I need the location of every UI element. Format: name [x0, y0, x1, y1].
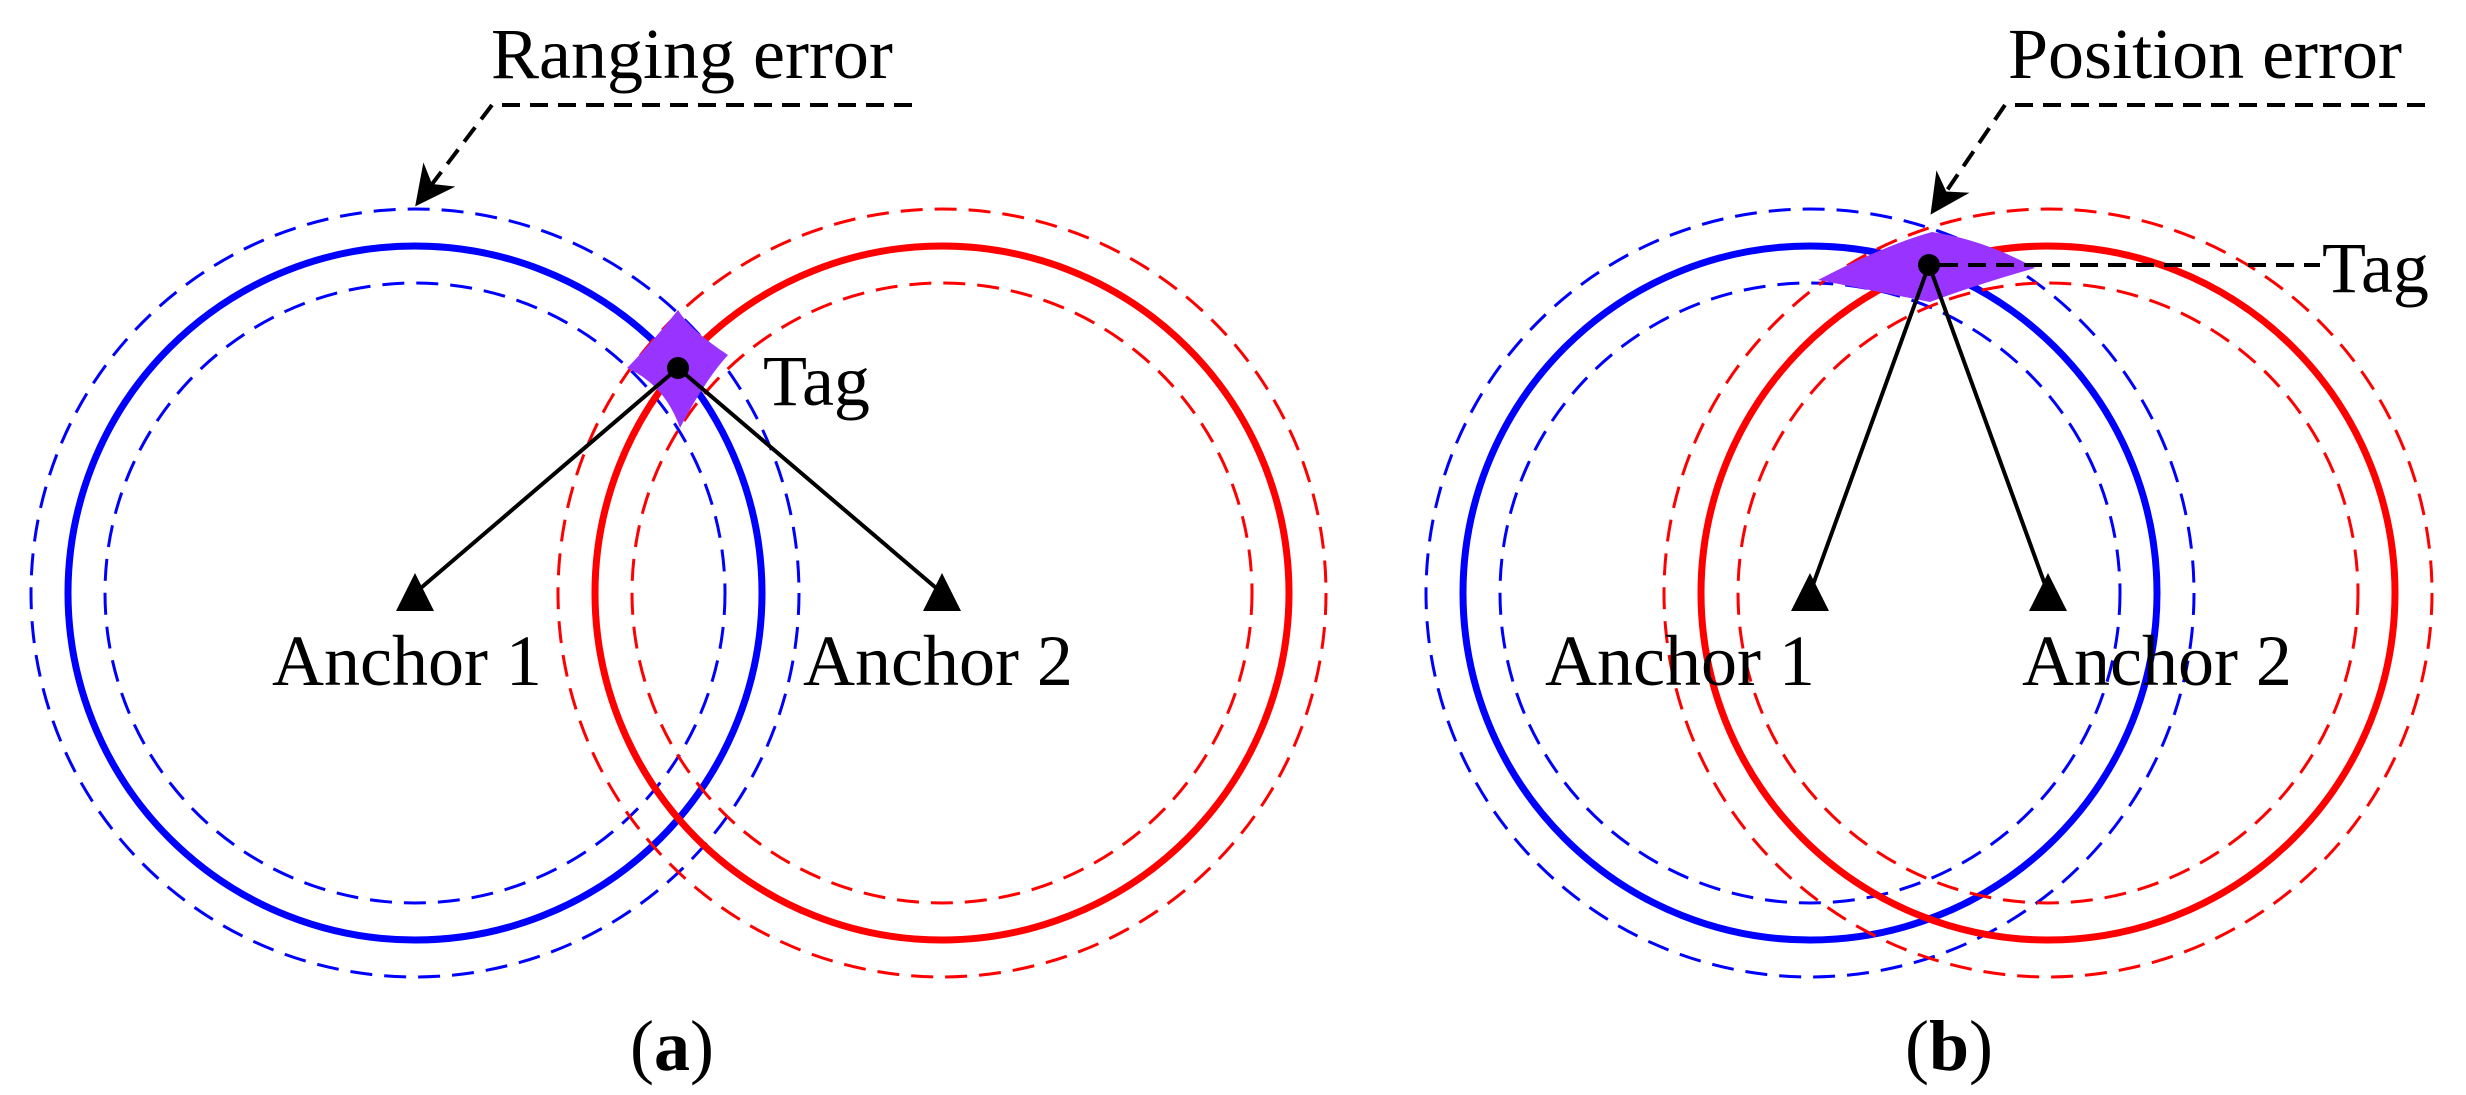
panel-a-caption: (a) — [630, 1006, 714, 1086]
tag-label: Tag — [2322, 228, 2429, 308]
tag-point — [667, 357, 689, 379]
anchor2-range-inner-dashed — [630, 281, 1254, 905]
anchor2-range-circle — [591, 242, 1293, 944]
ranging-error-leader — [415, 103, 912, 207]
panel-b-caption: (b) — [1905, 1006, 1993, 1086]
anchor1-label: Anchor 1 — [1545, 621, 1815, 701]
anchor1-marker — [1791, 573, 1829, 611]
panel-a-caption-open: ( — [630, 1006, 654, 1086]
tag-to-anchor2-line — [1927, 264, 2050, 594]
tag-label: Tag — [763, 341, 870, 421]
panel-a-caption-close: ) — [690, 1006, 714, 1086]
anchor2-range-inner-dashed — [1736, 281, 2360, 905]
panel-b-caption-open: ( — [1905, 1006, 1929, 1086]
anchor1-range-inner-dashed — [103, 281, 727, 905]
panel-b: Position error Tag Anchor 1 Anchor 2 (b) — [1424, 14, 2434, 1086]
panel-b-caption-letter: b — [1929, 1006, 1969, 1086]
position-error-label: Position error — [2008, 14, 2402, 94]
anchor1-range-circle — [64, 242, 766, 944]
anchor2-range-circle — [1697, 242, 2399, 944]
anchor2-range-outer-dashed — [1662, 207, 2434, 979]
panel-a: Ranging error Tag Anchor 1 Anchor 2 (a) — [29, 14, 1328, 1086]
panel-b-caption-close: ) — [1969, 1006, 1993, 1086]
anchor2-marker — [923, 573, 961, 611]
tag-to-anchor2-line — [676, 366, 944, 595]
anchor1-range-inner-dashed — [1498, 281, 2122, 905]
tag-point — [1918, 254, 1940, 276]
anchor1-range-circle — [1459, 242, 2161, 944]
anchor2-marker — [2029, 573, 2067, 611]
anchor1-range-outer-dashed — [29, 207, 801, 979]
anchor2-range-outer-dashed — [556, 207, 1328, 979]
panel-a-caption-letter: a — [654, 1006, 690, 1086]
tag-to-anchor1-line — [413, 366, 680, 595]
anchor2-label: Anchor 2 — [803, 621, 1073, 701]
anchor1-range-outer-dashed — [1424, 207, 2196, 979]
tag-to-anchor1-line — [1808, 264, 1931, 594]
ranging-error-label: Ranging error — [491, 14, 893, 94]
position-error-leader — [1930, 103, 2425, 215]
anchor2-label: Anchor 2 — [2022, 621, 2292, 701]
anchor1-marker — [396, 573, 434, 611]
anchor1-label: Anchor 1 — [272, 621, 542, 701]
